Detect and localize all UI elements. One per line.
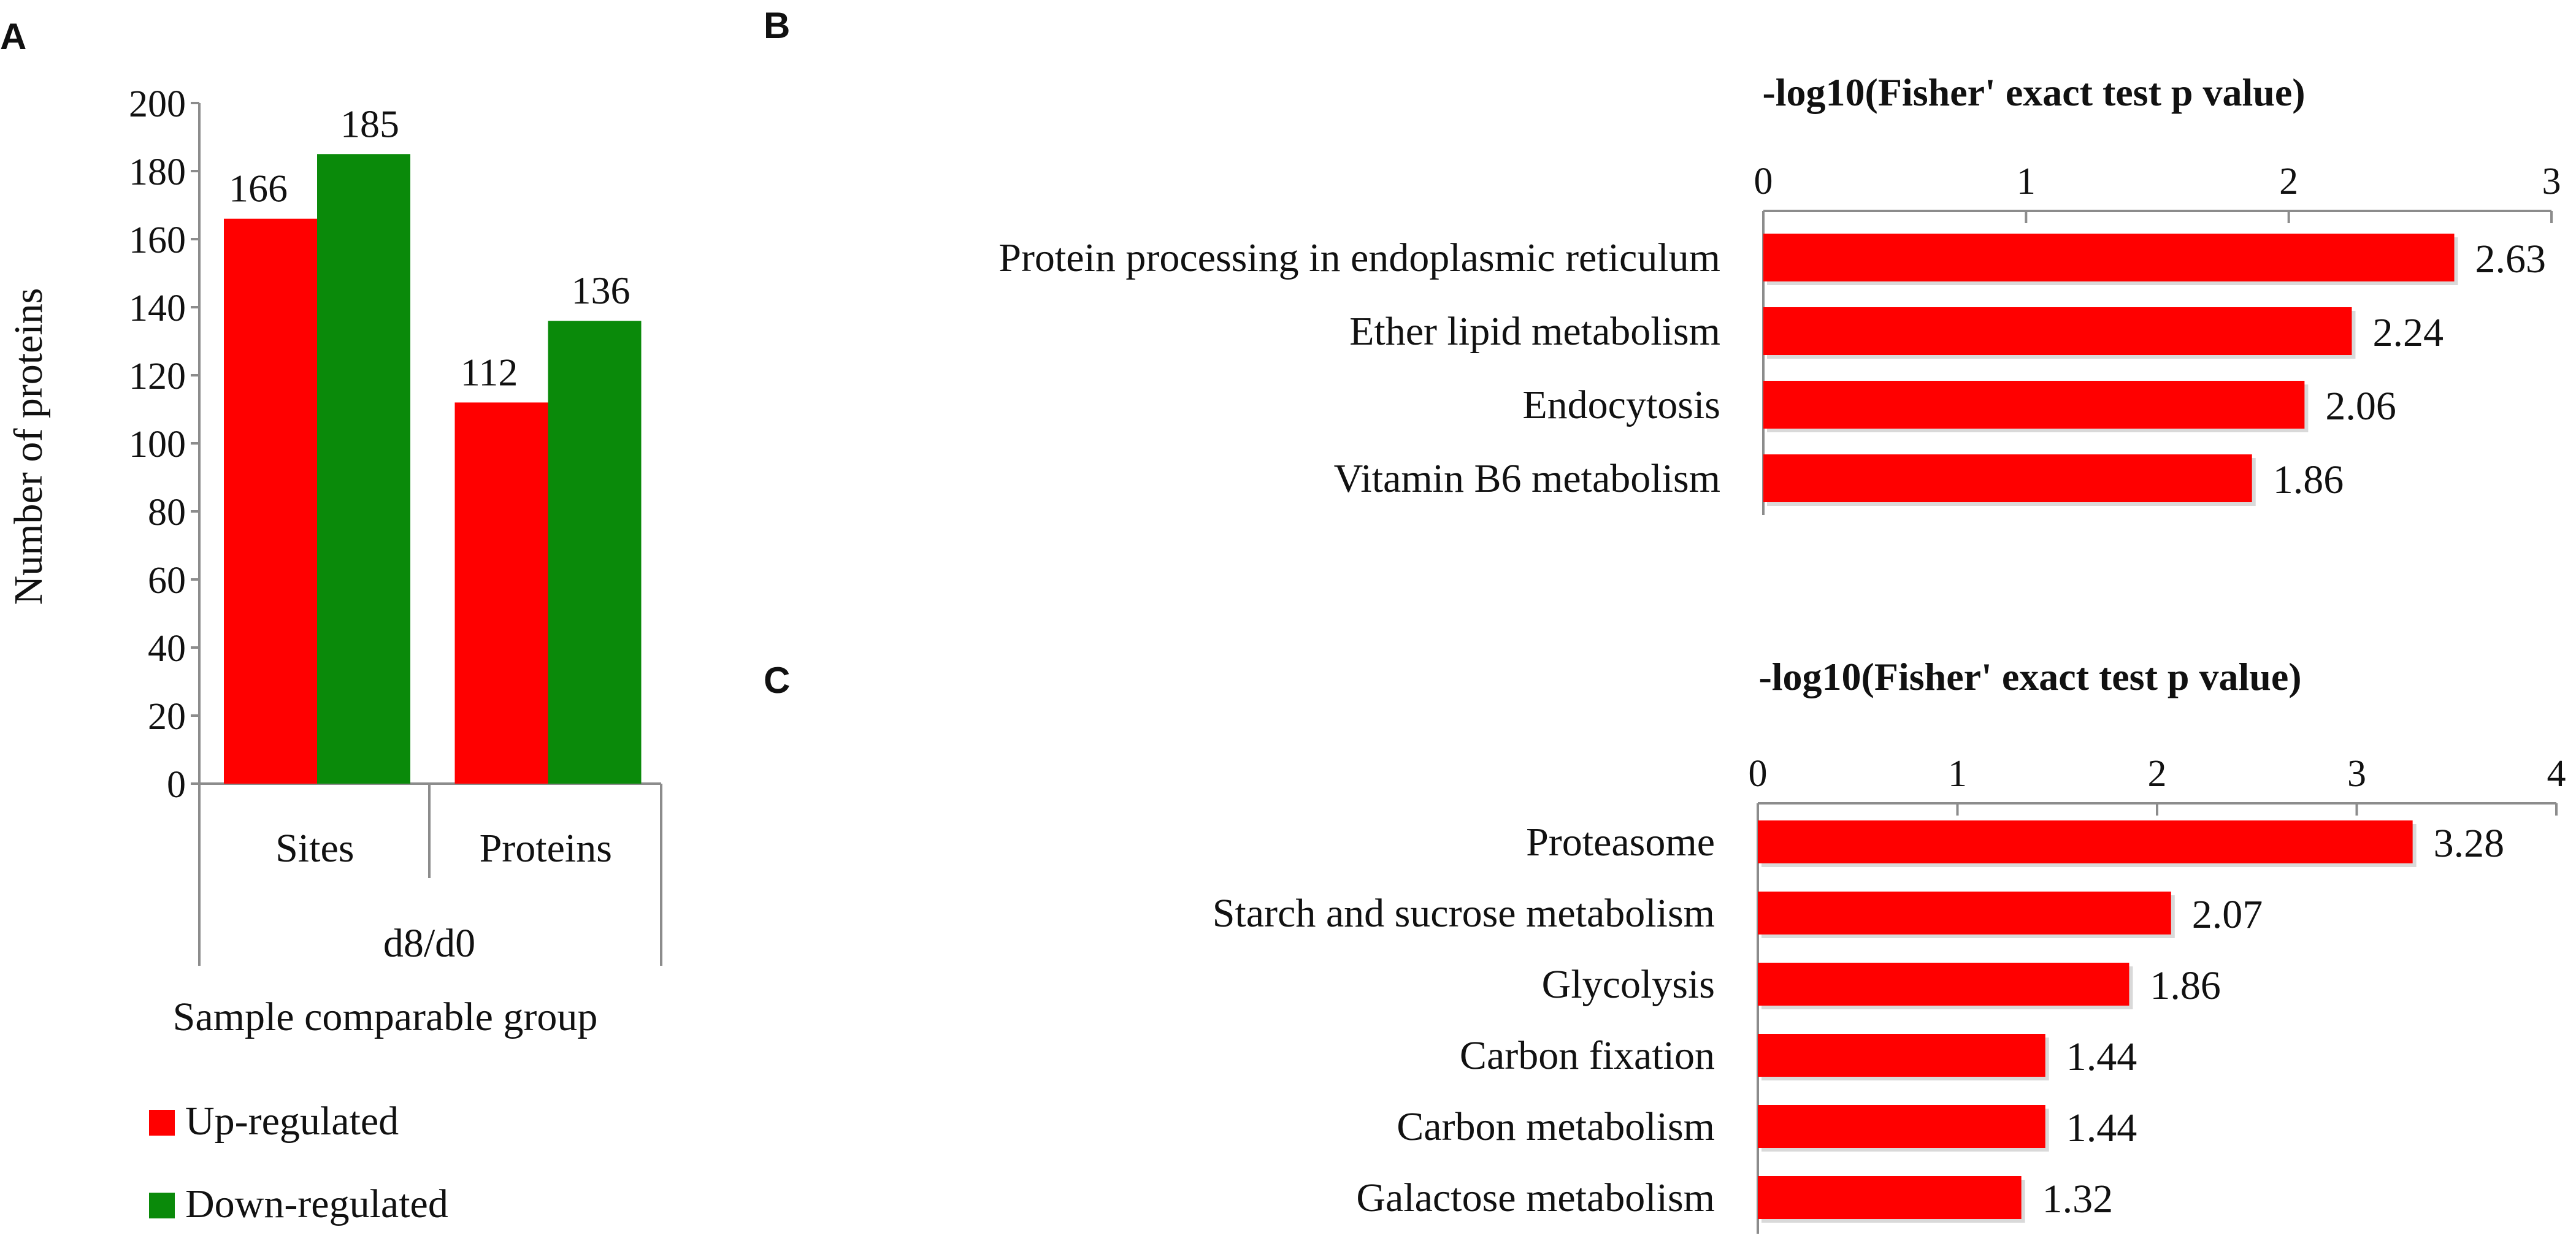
panel-c-x-tick-label: 0 (1749, 753, 1768, 795)
panel-b-title: -log10(Fisher' exact test p value) (1762, 71, 2305, 114)
panel-c: -log10(Fisher' exact test p value) 0 1 2 3 4… (1213, 655, 2566, 1234)
panel-a-bar (317, 154, 410, 784)
panel-a-data-label: 166 (229, 167, 288, 210)
panel-c-category-label: Proteasome (1526, 820, 1715, 865)
panel-a-y-tick-label: 180 (129, 151, 186, 193)
panel-a-y-tick-label: 120 (129, 356, 186, 397)
panel-b: -log10(Fisher' exact test p value) 0 1 2 3P… (999, 71, 2561, 515)
panel-a-letter: A (0, 16, 26, 57)
panel-a-legend-label: Up-regulated (185, 1099, 399, 1144)
panel-c-data-label: 3.28 (2434, 821, 2505, 866)
panel-c-data-label: 2.07 (2192, 892, 2263, 937)
panel-a-legend-swatch (149, 1110, 175, 1136)
panel-c-category-label: Galactose metabolism (1356, 1175, 1715, 1220)
panel-a-y-tick-label: 80 (148, 492, 186, 533)
panel-c-data-label: 1.44 (2066, 1106, 2137, 1150)
panel-a-y-tick-label: 200 (129, 83, 186, 125)
panel-a-y-tick-label: 40 (148, 628, 186, 670)
panel-c-x-tick-label: 4 (2547, 753, 2566, 795)
panel-b-category-label: Endocytosis (1522, 383, 1720, 427)
panel-a-y-axis-ticks: 0 20 40 60 80 100 120 140 160 180 200 (129, 83, 662, 966)
panel-c-bar (1758, 1105, 2045, 1148)
panel-b-letter: B (764, 5, 790, 46)
panel-c-category-label: Starch and sucrose metabolism (1213, 891, 1715, 936)
panel-a-x-category-label: Proteins (480, 826, 612, 871)
panel-c-bar (1758, 963, 2129, 1006)
panel-b-x-tick-label: 2 (2279, 161, 2298, 202)
panel-b-bar (1763, 307, 2352, 355)
panel-c-bar (1758, 892, 2171, 934)
panel-a-bar (548, 321, 642, 784)
panel-c-x-tick-label: 3 (2347, 753, 2366, 795)
panel-c-x-tick-label: 2 (2148, 753, 2167, 795)
panel-c-x-tick-label: 1 (1948, 753, 1967, 795)
panel-c-bar (1758, 1176, 2022, 1219)
panel-b-bar (1763, 381, 2305, 429)
panel-c-category-label: Carbon metabolism (1397, 1104, 1715, 1149)
panel-c-category-label: Glycolysis (1542, 962, 1715, 1007)
panel-b-category-label: Ether lipid metabolism (1349, 309, 1720, 354)
panel-c-letter: C (764, 660, 790, 701)
panel-b-bar (1763, 234, 2455, 281)
panel-b-category-label: Protein processing in endoplasmic reticu… (999, 235, 1720, 280)
panel-a: Number of proteins 0 20 40 60 80 100 120 140 160… (6, 83, 662, 1226)
panel-a-legend-label: Down-regulated (185, 1182, 448, 1226)
panel-a-y-tick-label: 60 (148, 560, 186, 602)
panel-b-data-label: 1.86 (2273, 457, 2344, 502)
panel-c-bar (1758, 820, 2413, 863)
panel-a-x-category-label: Sites (275, 826, 354, 871)
panel-a-ylabel: Number of proteins (6, 288, 51, 605)
panel-b-data-label: 2.24 (2372, 310, 2444, 355)
panel-a-y-tick-label: 0 (167, 764, 186, 806)
panel-a-y-tick-label: 140 (129, 288, 186, 329)
panel-b-x-tick-label: 3 (2542, 161, 2561, 202)
panel-c-data-label: 1.44 (2066, 1034, 2137, 1079)
panel-a-x-categories: Sites Proteins (275, 826, 612, 871)
panel-a-bar (224, 218, 317, 784)
panel-c-data-label: 1.86 (2150, 963, 2221, 1008)
panel-a-y-tick-label: 160 (129, 220, 186, 261)
panel-c-title: -log10(Fisher' exact test p value) (1758, 655, 2301, 698)
panel-a-data-label: 185 (340, 102, 399, 145)
panel-a-y-tick-label: 20 (148, 696, 186, 738)
panel-a-data-label: 136 (572, 269, 631, 312)
panel-b-category-label: Vitamin B6 metabolism (1334, 456, 1720, 501)
panel-b-bar (1763, 454, 2252, 502)
panel-a-bar (454, 402, 548, 784)
panel-c-data-label: 1.32 (2042, 1177, 2114, 1221)
panel-a-bars: 166 185 112 136 (224, 102, 642, 784)
panel-a-data-label: 112 (461, 350, 518, 394)
panel-b-data-label: 2.63 (2475, 237, 2547, 281)
panel-a-legend-swatch (149, 1193, 175, 1218)
panel-a-xlabel: Sample comparable group (173, 995, 598, 1039)
panel-c-category-label: Carbon fixation (1460, 1033, 1715, 1078)
panel-b-x-tick-label: 0 (1754, 161, 1773, 202)
panel-a-group-label: d8/d0 (383, 921, 475, 966)
panel-b-data-label: 2.06 (2325, 384, 2396, 429)
panel-b-x-tick-label: 1 (2017, 161, 2036, 202)
panel-c-bar (1758, 1034, 2045, 1077)
panel-a-y-tick-label: 100 (129, 424, 186, 465)
